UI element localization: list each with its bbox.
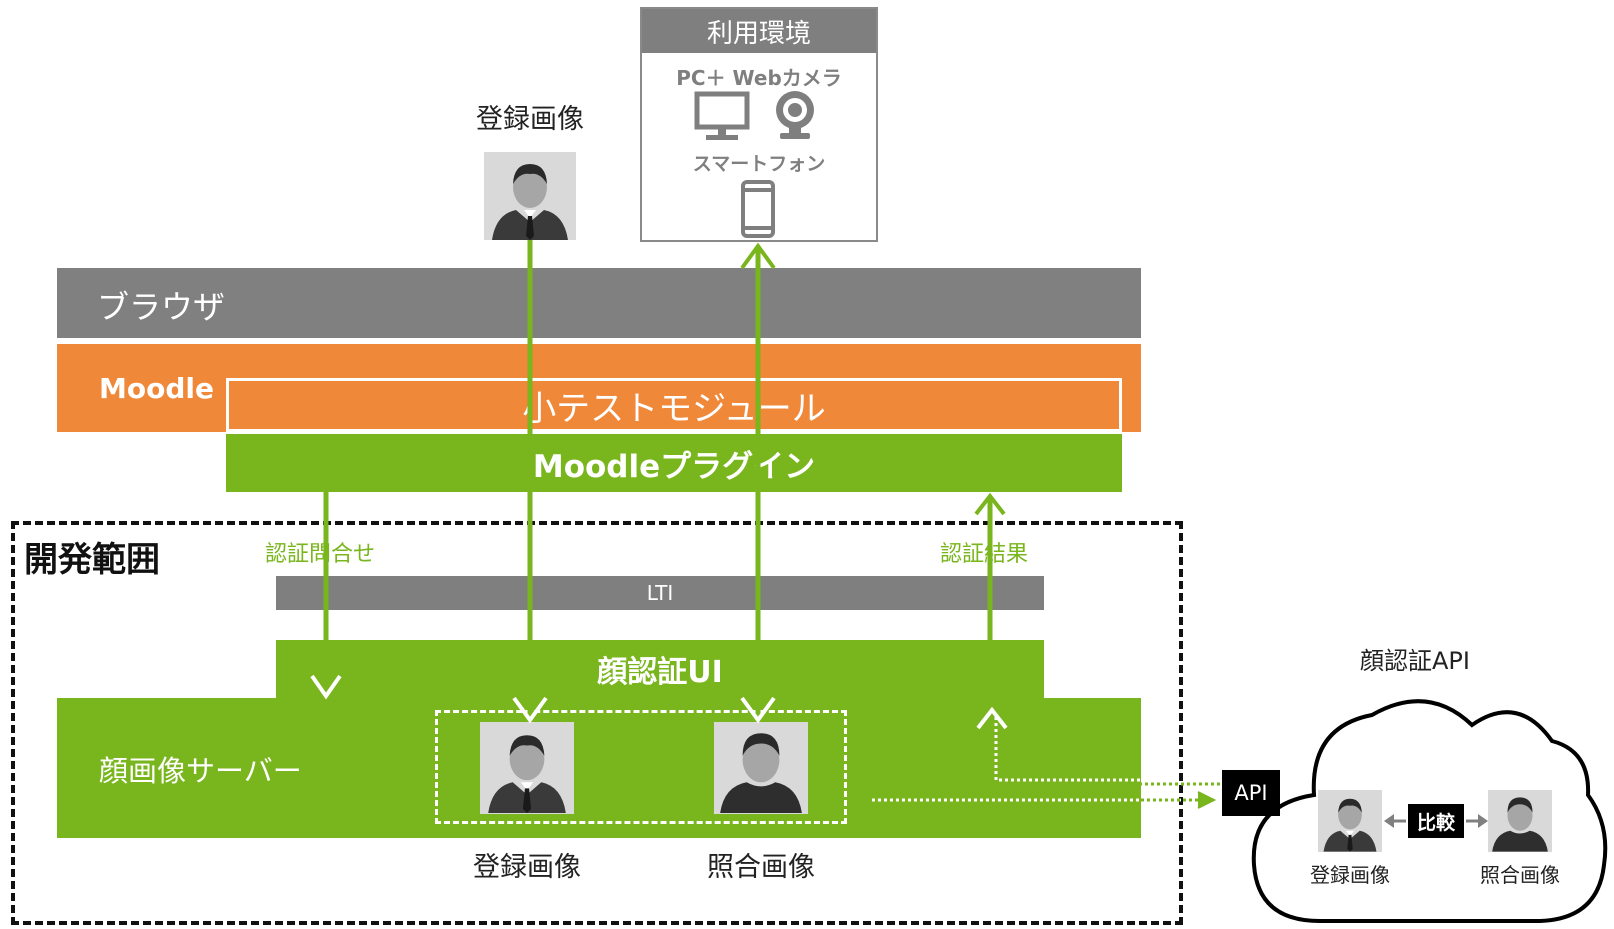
server-query-image-label: 照合画像: [707, 851, 815, 883]
moodle-label: Moodle: [99, 372, 214, 405]
smartphone-label: スマートフォン: [692, 152, 826, 175]
face-api-title: 顔認証API: [1360, 646, 1470, 675]
api-query-image: [1488, 790, 1552, 852]
person-suit-icon: [1323, 798, 1377, 852]
auth-result-arrowhead: [974, 492, 1006, 516]
browser-label: ブラウザ: [97, 288, 226, 326]
environment-box: 利用環境 PC＋ Webカメラ スマートフォン: [640, 7, 878, 242]
face-ui-label: 顔認証UI: [597, 655, 723, 690]
auth-query-arrowhead: [310, 674, 342, 700]
pc-webcam-label: PC＋ Webカメラ: [676, 65, 842, 90]
server-registered-image-label: 登録画像: [473, 851, 581, 883]
api-registered-image-label: 登録画像: [1310, 862, 1390, 887]
compare-label: 比較: [1416, 811, 1455, 834]
api-result-dotted-line: [990, 712, 1220, 786]
environment-flow-arrowhead-up: [740, 242, 776, 270]
browser-bar: ブラウザ: [57, 268, 1141, 338]
server-to-api-arrowhead: [1197, 791, 1217, 809]
face-server-label: 顔画像サーバー: [99, 754, 302, 788]
lti-bar: LTI: [276, 576, 1044, 610]
face-ui-bar: 顔認証UI: [276, 640, 1044, 698]
lti-label: LTI: [646, 581, 674, 605]
quiz-module-label: 小テストモジュール: [522, 388, 826, 429]
moodle-plugin-label: Moodleプラグイン: [532, 448, 816, 485]
api-query-image-label: 照合画像: [1480, 862, 1560, 887]
top-registered-image: [484, 152, 576, 240]
dev-scope-box: [11, 521, 1183, 925]
person-casual-icon: [1492, 797, 1548, 852]
webcam-icon: [776, 91, 814, 139]
environment-flow-arrowhead-down: [740, 696, 776, 724]
environment-title: 利用環境: [642, 9, 876, 53]
auth-result-label: 認証結果: [940, 542, 1029, 567]
api-badge-label: API: [1234, 781, 1268, 805]
quiz-module-box: 小テストモジュール: [226, 378, 1122, 432]
image-group-box: [435, 710, 847, 824]
api-registered-image: [1318, 790, 1382, 852]
person-suit-icon: [492, 164, 568, 240]
monitor-icon: [694, 91, 750, 140]
face-server-bar: 顔画像サーバー: [57, 698, 1141, 838]
api-result-arrowhead: [976, 706, 1008, 730]
compare-badge: 比較: [1408, 804, 1464, 838]
top-registered-image-label: 登録画像: [476, 103, 584, 135]
api-badge: API: [1222, 770, 1280, 816]
person-casual-icon: [720, 733, 802, 813]
auth-query-label: 認証問合せ: [265, 542, 376, 567]
registration-flow-arrowhead: [512, 696, 548, 724]
moodle-plugin-bar: Moodleプラグイン: [226, 434, 1122, 492]
server-query-image: [714, 722, 808, 814]
person-suit-icon: [488, 735, 566, 813]
api-result-dotted-line-white: [994, 714, 1140, 782]
compare-arrow-left-head: [1384, 814, 1394, 828]
smartphone-icon: [741, 180, 775, 238]
compare-arrow-right-head: [1478, 814, 1488, 828]
server-registered-image: [480, 722, 574, 814]
dev-scope-title: 開発範囲: [24, 540, 160, 580]
